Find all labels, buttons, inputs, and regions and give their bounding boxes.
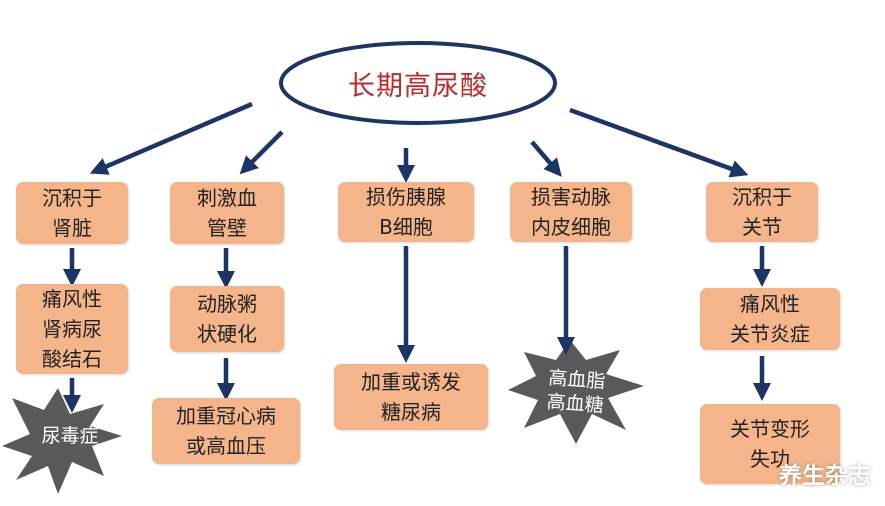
col5-bottom-label: 关节变形 失功 [730,417,810,471]
col1-mid-label: 痛风性 肾病尿 酸结石 [42,287,102,371]
col4-top-label: 损害动脉 内皮细胞 [531,185,611,239]
col2-mid-box: 动脉粥 状硬化 [170,286,284,352]
watermark-text: 养生杂志 [779,463,871,489]
col5-top-label: 沉积于 关节 [732,185,792,239]
col2-top-label: 刺激血 管壁 [197,186,257,240]
burst-right [508,340,644,444]
col2-top-box: 刺激血 管壁 [170,182,284,244]
col1-top-label: 沉积于 肾脏 [42,186,102,240]
col2-mid-label: 动脉粥 状硬化 [197,292,257,346]
col5-mid-box: 痛风性 关节炎症 [700,288,840,350]
root-node: 长期高尿酸 [280,42,556,124]
col2-bottom-box: 加重冠心病 或高血压 [152,398,300,464]
col3-bottom-box: 加重或诱发 糖尿病 [334,364,488,430]
root-title: 长期高尿酸 [348,70,488,102]
col3-bottom-label: 加重或诱发 糖尿病 [361,370,461,424]
root-ellipse [279,41,557,125]
arrow-root-col4 [530,140,562,177]
col5-bottom-box: 关节变形 失功 [700,404,840,484]
col3-top-label: 损伤胰腺 B细胞 [366,185,446,239]
col3-top-box: 损伤胰腺 B细胞 [338,182,474,242]
col5-mid-label: 痛风性 关节炎症 [730,292,810,346]
col1-mid-box: 痛风性 肾病尿 酸结石 [16,284,128,374]
col5-top-box: 沉积于 关节 [706,182,818,242]
arrow-root-col5 [569,107,749,178]
col2-bottom-label: 加重冠心病 或高血压 [176,404,276,458]
arrow-root-col1 [89,101,253,175]
arrow-root-col2 [239,130,284,175]
col4-top-box: 损害动脉 内皮细胞 [510,182,632,242]
col1-top-box: 沉积于 肾脏 [16,182,128,244]
burst-left [2,388,122,494]
col1-burst-label: 尿毒症 [41,425,99,447]
col4-burst-label: 高血脂 高血糖 [545,367,607,417]
